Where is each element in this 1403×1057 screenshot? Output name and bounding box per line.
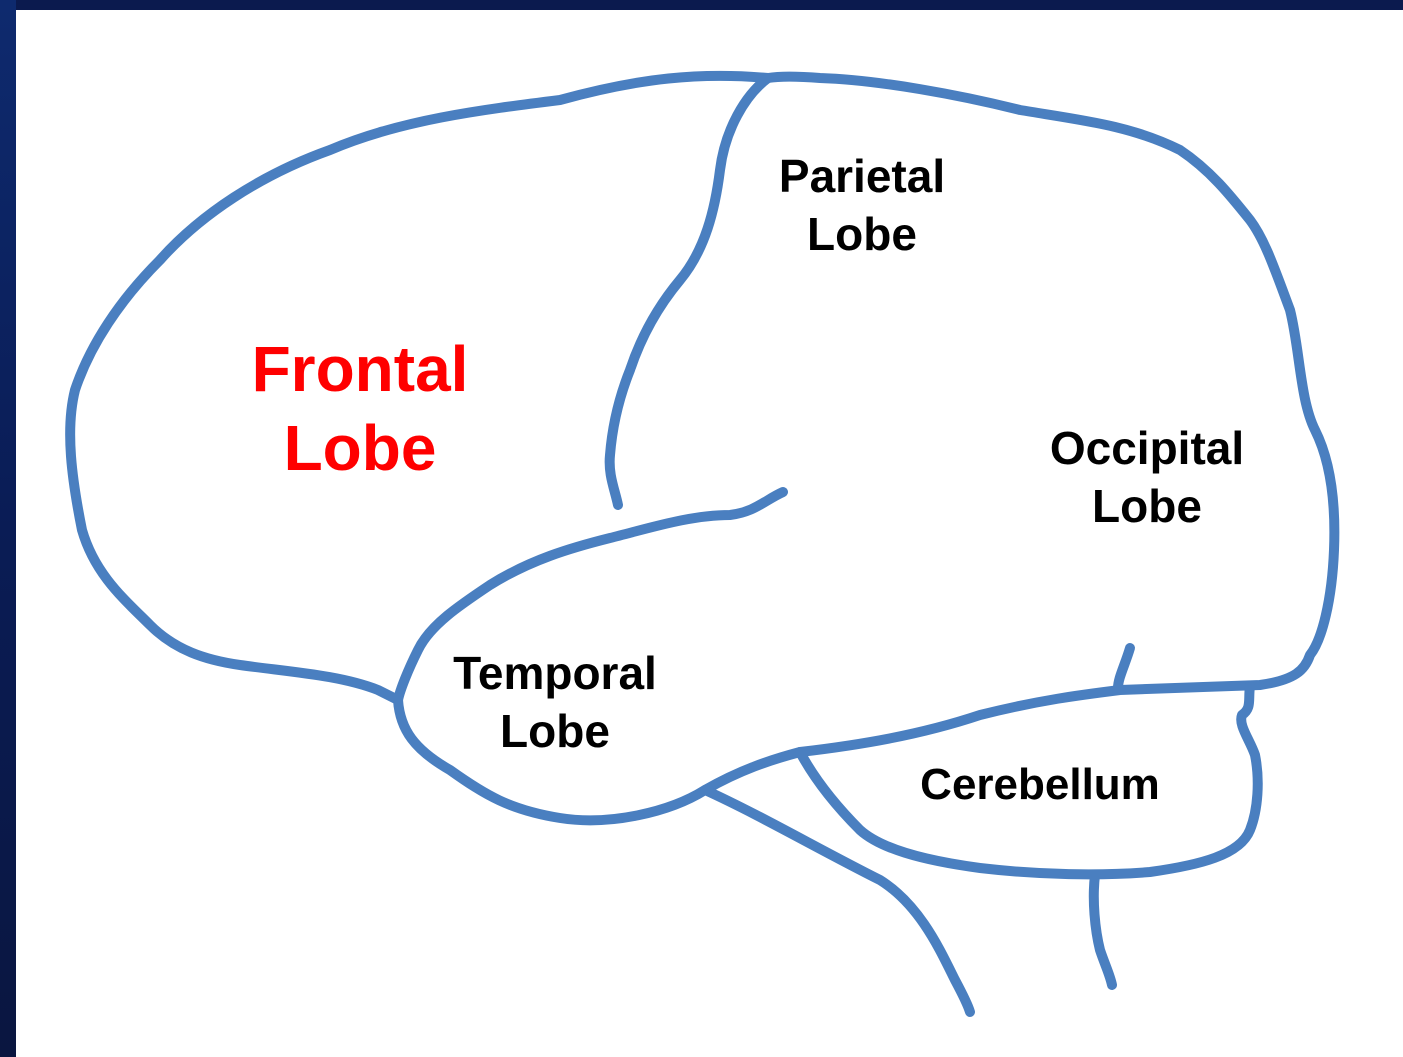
temporal-lobe-label: Temporal Lobe (420, 645, 690, 760)
temporal-lobe-label-line1: Temporal (420, 645, 690, 703)
frontal-lobe-label-line2: Lobe (210, 409, 510, 488)
parietal-lobe-label-line2: Lobe (742, 206, 982, 264)
parietal-lobe-label-line1: Parietal (742, 148, 982, 206)
cerebellum-label: Cerebellum (890, 757, 1190, 812)
brainstem-front (705, 790, 970, 1012)
central-sulcus (610, 78, 768, 505)
cerebellum-label-line1: Cerebellum (890, 757, 1190, 812)
occipital-lobe-label: Occipital Lobe (1012, 420, 1282, 535)
parietal-lobe-label: Parietal Lobe (742, 148, 982, 263)
frontal-lobe-label-line1: Frontal (210, 330, 510, 409)
brainstem-back (1094, 875, 1112, 985)
frontal-lobe-label: Frontal Lobe (210, 330, 510, 487)
occipital-lobe-label-line1: Occipital (1012, 420, 1282, 478)
occipital-lobe-label-line2: Lobe (1012, 478, 1282, 536)
preoccipital-notch (1118, 648, 1130, 688)
temporal-lobe-label-line2: Lobe (420, 703, 690, 761)
